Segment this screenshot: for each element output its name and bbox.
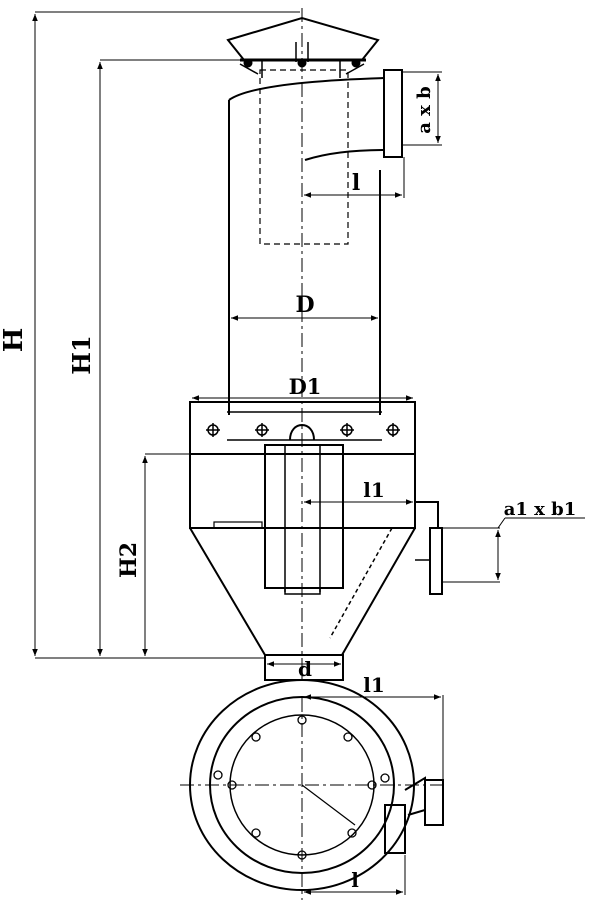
dim-label-D1: D1	[289, 374, 322, 399]
dim-label-H1: H1	[67, 335, 96, 374]
dim-label-l-plan: l	[351, 868, 359, 892]
cylinder-body	[228, 69, 403, 415]
dim-label-l1-mid: l1	[363, 478, 385, 502]
dim-label-a1b1: a1 x b1	[504, 499, 577, 520]
plan-view	[189, 679, 444, 891]
dim-label-l-top: l	[352, 170, 360, 196]
dim-label-D: D	[295, 292, 314, 318]
dim-label-ab: a x b	[414, 86, 435, 134]
hopper	[189, 444, 443, 681]
exhaust-cap	[226, 16, 380, 78]
dim-label-l1-plan: l1	[363, 673, 385, 697]
dim-label-d: d	[298, 657, 312, 681]
dim-label-H2: H2	[116, 542, 142, 578]
dimension-lines	[32, 11, 585, 895]
dim-label-H: H	[0, 328, 29, 353]
flange-joint	[189, 401, 416, 455]
center-lines	[180, 8, 442, 900]
